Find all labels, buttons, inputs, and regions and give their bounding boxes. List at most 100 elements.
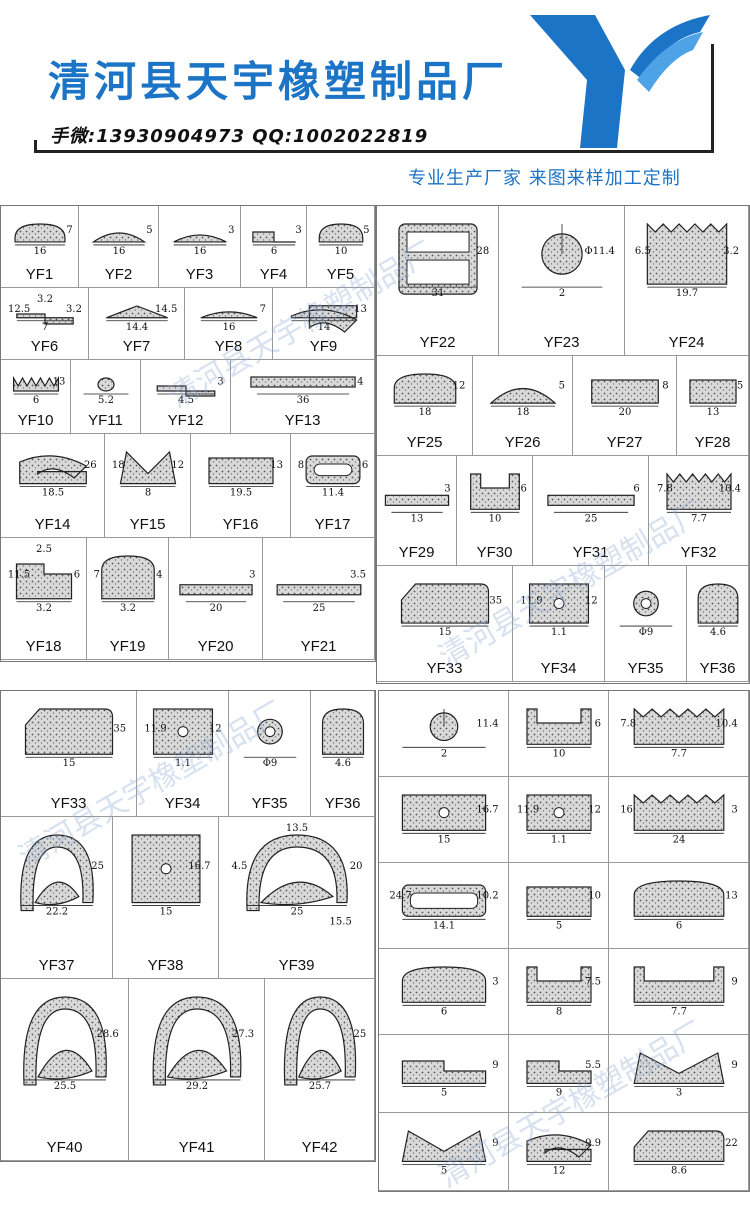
dimension-label: 12 [453,381,466,392]
profile-code-label: YF34 [164,795,201,812]
dimension-label: 3 [731,805,737,816]
dimension-label: 10 [489,513,502,524]
dimension-label: 13 [270,460,283,471]
profile-code-label: YF4 [259,266,288,283]
profile-drawing: 256 [547,484,640,524]
dimension-label: 3 [295,225,301,236]
profile-code-label: YF8 [214,338,243,355]
dimension-label: 5.5 [585,1060,601,1071]
profile-drawing: 129.9 [526,1134,601,1176]
dimension-label: 6 [521,484,527,495]
dimension-label: 6 [676,920,682,931]
profile-drawing: 5.2 [83,377,129,406]
dimension-label: 7 [94,569,100,580]
profile-drawing: 19.513 [208,457,283,499]
dimension-label: 11.9 [517,805,539,816]
dimension-label: 10 [553,748,566,759]
profile-drawing: 63 [252,225,302,257]
dimension-label: 35 [113,724,126,735]
company-logo [530,15,710,148]
dimension-label: 9 [731,977,737,988]
dimension-label: 28 [477,246,490,257]
dimension-label: 9 [731,1060,737,1071]
dimension-label: 4 [357,377,363,388]
profile-code-label: YF21 [300,638,337,655]
dimension-label: 15 [439,627,452,638]
profile-drawing: 22.225 [20,834,104,918]
dimension-label: 2 [559,288,565,299]
profile-code-label: YF41 [178,1139,215,1156]
contact-info: 手微:13930904973 QQ:1002022819 [50,126,429,147]
dimension-label: 1.1 [551,834,567,845]
dimension-label: 4.6 [335,758,351,769]
profile-drawing: 133 [384,484,451,524]
dimension-label: 16 [34,246,47,257]
profile-code-label: YF35 [627,660,664,677]
dimension-label: 6 [441,1006,447,1017]
dimension-label: Φ9 [263,758,278,769]
dimension-label: 16.7 [476,805,498,816]
profile-drawing: 10 6 [470,473,527,524]
profile-code-label: YF33 [426,660,463,677]
profile-drawing: 364 [250,376,363,406]
profile-code-label: YF34 [540,660,577,677]
dimension-label: 7.7 [671,748,687,759]
dimension-label: 25 [91,861,104,872]
dimension-label: 10 [335,246,348,257]
dimension-label: 3 [228,225,234,236]
profile-drawing: 613 [633,880,738,931]
profile-code-label: YF42 [301,1139,338,1156]
dimension-label: 3.2 [37,294,53,305]
company-title: 清河县天宇橡塑制品厂 [48,57,509,106]
dimension-label: 7.8 [657,484,673,495]
dimension-label: 25.5 [54,1081,76,1092]
dimension-label: 18.5 [42,488,64,499]
profile-code-label: YF33 [50,795,87,812]
profile-drawing: 167 [200,304,266,333]
profile-drawing: 613 [13,375,65,406]
dimension-label: 14.5 [155,304,177,315]
profile-code-label: YF25 [406,434,443,451]
profile-code-label: YF40 [46,1139,83,1156]
profile-drawing: 7.79 [633,966,738,1017]
dimension-label: 8 [145,488,151,499]
profile-code-label: YF38 [147,957,184,974]
dimension-label: 9.9 [585,1138,601,1149]
profile-drawing: 165 [91,225,153,257]
dimension-label: 27.3 [232,1029,254,1040]
dimension-label: 18 [419,407,432,418]
profile-code-label: YF39 [278,957,315,974]
profile-code-label: YF20 [197,638,234,655]
dimension-label: 9 [556,1087,562,1098]
